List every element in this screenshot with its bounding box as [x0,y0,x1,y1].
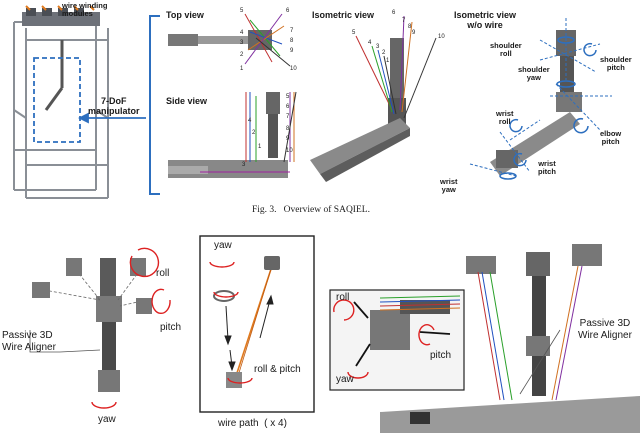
iso-view-robot [310,15,437,182]
iso-view-number: 2 [382,50,386,56]
inset-pitch-label: pitch [430,350,452,361]
elbow-pitch-label: elbow pitch [600,129,622,146]
isometric-view-no-wire-label: Isometric view w/o wire [454,10,517,30]
wrist-yaw-label: wrist yaw [440,177,458,194]
manipulator-dashed-box [33,57,81,143]
top-view-number: 7 [290,28,294,34]
side-view-label: Side view [166,96,208,106]
side-view-number: 8 [286,126,290,132]
side-view-number: 6 [286,104,290,110]
manipulator-label: 7-DoF manipulator [88,96,140,116]
shoulder-roll-label: shoulder roll [490,41,522,58]
side-view-robot [168,91,297,178]
iso-nowire-robot [469,18,612,180]
iso-view-number: 8 [408,24,412,30]
wire-winding-modules-label: wire winding modules [62,1,108,18]
iso-view-number: 4 [368,40,372,46]
wrist-roll-label: wrist roll [496,109,514,126]
top-view-number: 4 [240,30,244,36]
figure-caption: Fig. 3. Overview of SAQIEL. [252,205,370,215]
iso-view-number: 10 [438,34,445,40]
passive-aligner-label-right: Passive 3D Wire Aligner [578,318,632,341]
side-view-number: 5 [286,94,290,100]
passive-aligner-label-left: Passive 3D Wire Aligner [2,330,56,353]
view-bracket [149,15,160,195]
side-view-number: 2 [252,130,256,136]
roll-label: roll [156,268,170,279]
iso-view-number: 5 [352,30,356,36]
top-view-number: 2 [240,52,244,58]
yaw-label: yaw [98,414,116,425]
inset-roll-label: roll [336,292,350,303]
side-view-number: 10 [286,148,293,154]
wire-path-label: wire path ( x 4) [218,418,287,429]
top-view-number: 6 [286,8,290,14]
shoulder-pitch-label: shoulder pitch [600,55,632,72]
iso-view-number: 6 [392,10,396,16]
iso-view-number: 7 [402,18,406,24]
top-view-robot [168,13,291,67]
wire-path-diagram [209,256,280,388]
wire-yaw-label: yaw [214,240,232,251]
top-view-number: 1 [240,66,244,72]
top-view-label: Top view [166,10,204,20]
roll-pitch-label: roll & pitch [254,364,301,375]
aligner-robot-left [29,247,171,409]
top-view-number: 8 [290,38,294,44]
side-view-number: 3 [242,162,246,168]
iso-view-number: 1 [386,58,390,64]
top-view-number: 10 [290,66,297,72]
aligner-robot-right [329,244,640,433]
pitch-label: pitch [160,322,182,333]
isometric-view-label: Isometric view [312,10,375,20]
side-view-number: 1 [258,144,262,150]
winding-highlight [25,5,95,11]
shoulder-yaw-label: shoulder yaw [518,65,550,82]
inset-yaw-label: yaw [336,374,354,385]
side-view-number: 4 [248,118,252,124]
side-view-number: 7 [286,114,290,120]
top-view-number: 3 [240,40,244,46]
side-view-number: 9 [286,136,290,142]
wrist-pitch-label: wrist pitch [538,159,556,176]
iso-view-number: 9 [412,30,416,36]
top-view-number: 5 [240,8,244,14]
iso-view-number: 3 [376,44,380,50]
wire-path-box [199,235,315,413]
top-view-number: 9 [290,48,294,54]
